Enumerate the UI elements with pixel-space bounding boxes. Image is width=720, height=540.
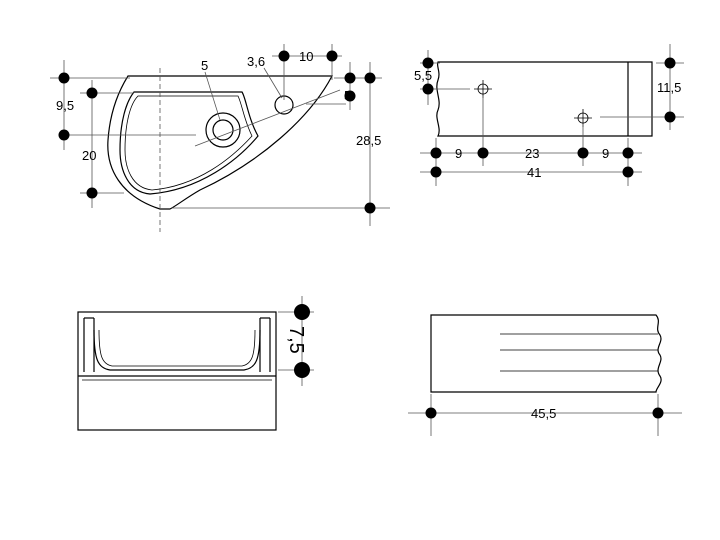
label-left-9: 9: [455, 146, 462, 161]
basin-outline: [107, 75, 333, 210]
label-middle-23: 23: [525, 146, 539, 161]
label-length-45-5: 45,5: [531, 406, 556, 421]
label-top-offset: 5,5: [414, 68, 432, 83]
label-tap-diameter: 3,6: [247, 54, 265, 69]
end-view: 45,5: [408, 314, 682, 436]
front-view: 7,5: [77, 296, 314, 431]
drain-outer: [205, 112, 241, 148]
label-drain-offset: 9,5: [56, 98, 74, 113]
top-view: 5 3,6 10 5 9,5 20 28,5: [50, 44, 390, 232]
label-height-7-5: 7,5: [285, 326, 307, 354]
label-total-depth: 28,5: [356, 133, 381, 148]
label-drain-diameter: 5: [201, 58, 208, 73]
label-tap-edge: 5: [344, 88, 351, 103]
end-outline: [430, 314, 662, 393]
front-outline: [77, 311, 277, 431]
label-tap-offset: 10: [299, 49, 313, 64]
bowl-outline: [119, 91, 259, 195]
label-total-41: 41: [527, 165, 541, 180]
label-right-height: 11,5: [657, 80, 681, 95]
side-outline: [436, 61, 653, 137]
label-right-9: 9: [602, 146, 609, 161]
label-bowl-depth: 20: [82, 148, 96, 163]
side-view: 5,5 11,5 9 23 9 41: [414, 44, 684, 186]
drain-inner: [212, 119, 234, 141]
